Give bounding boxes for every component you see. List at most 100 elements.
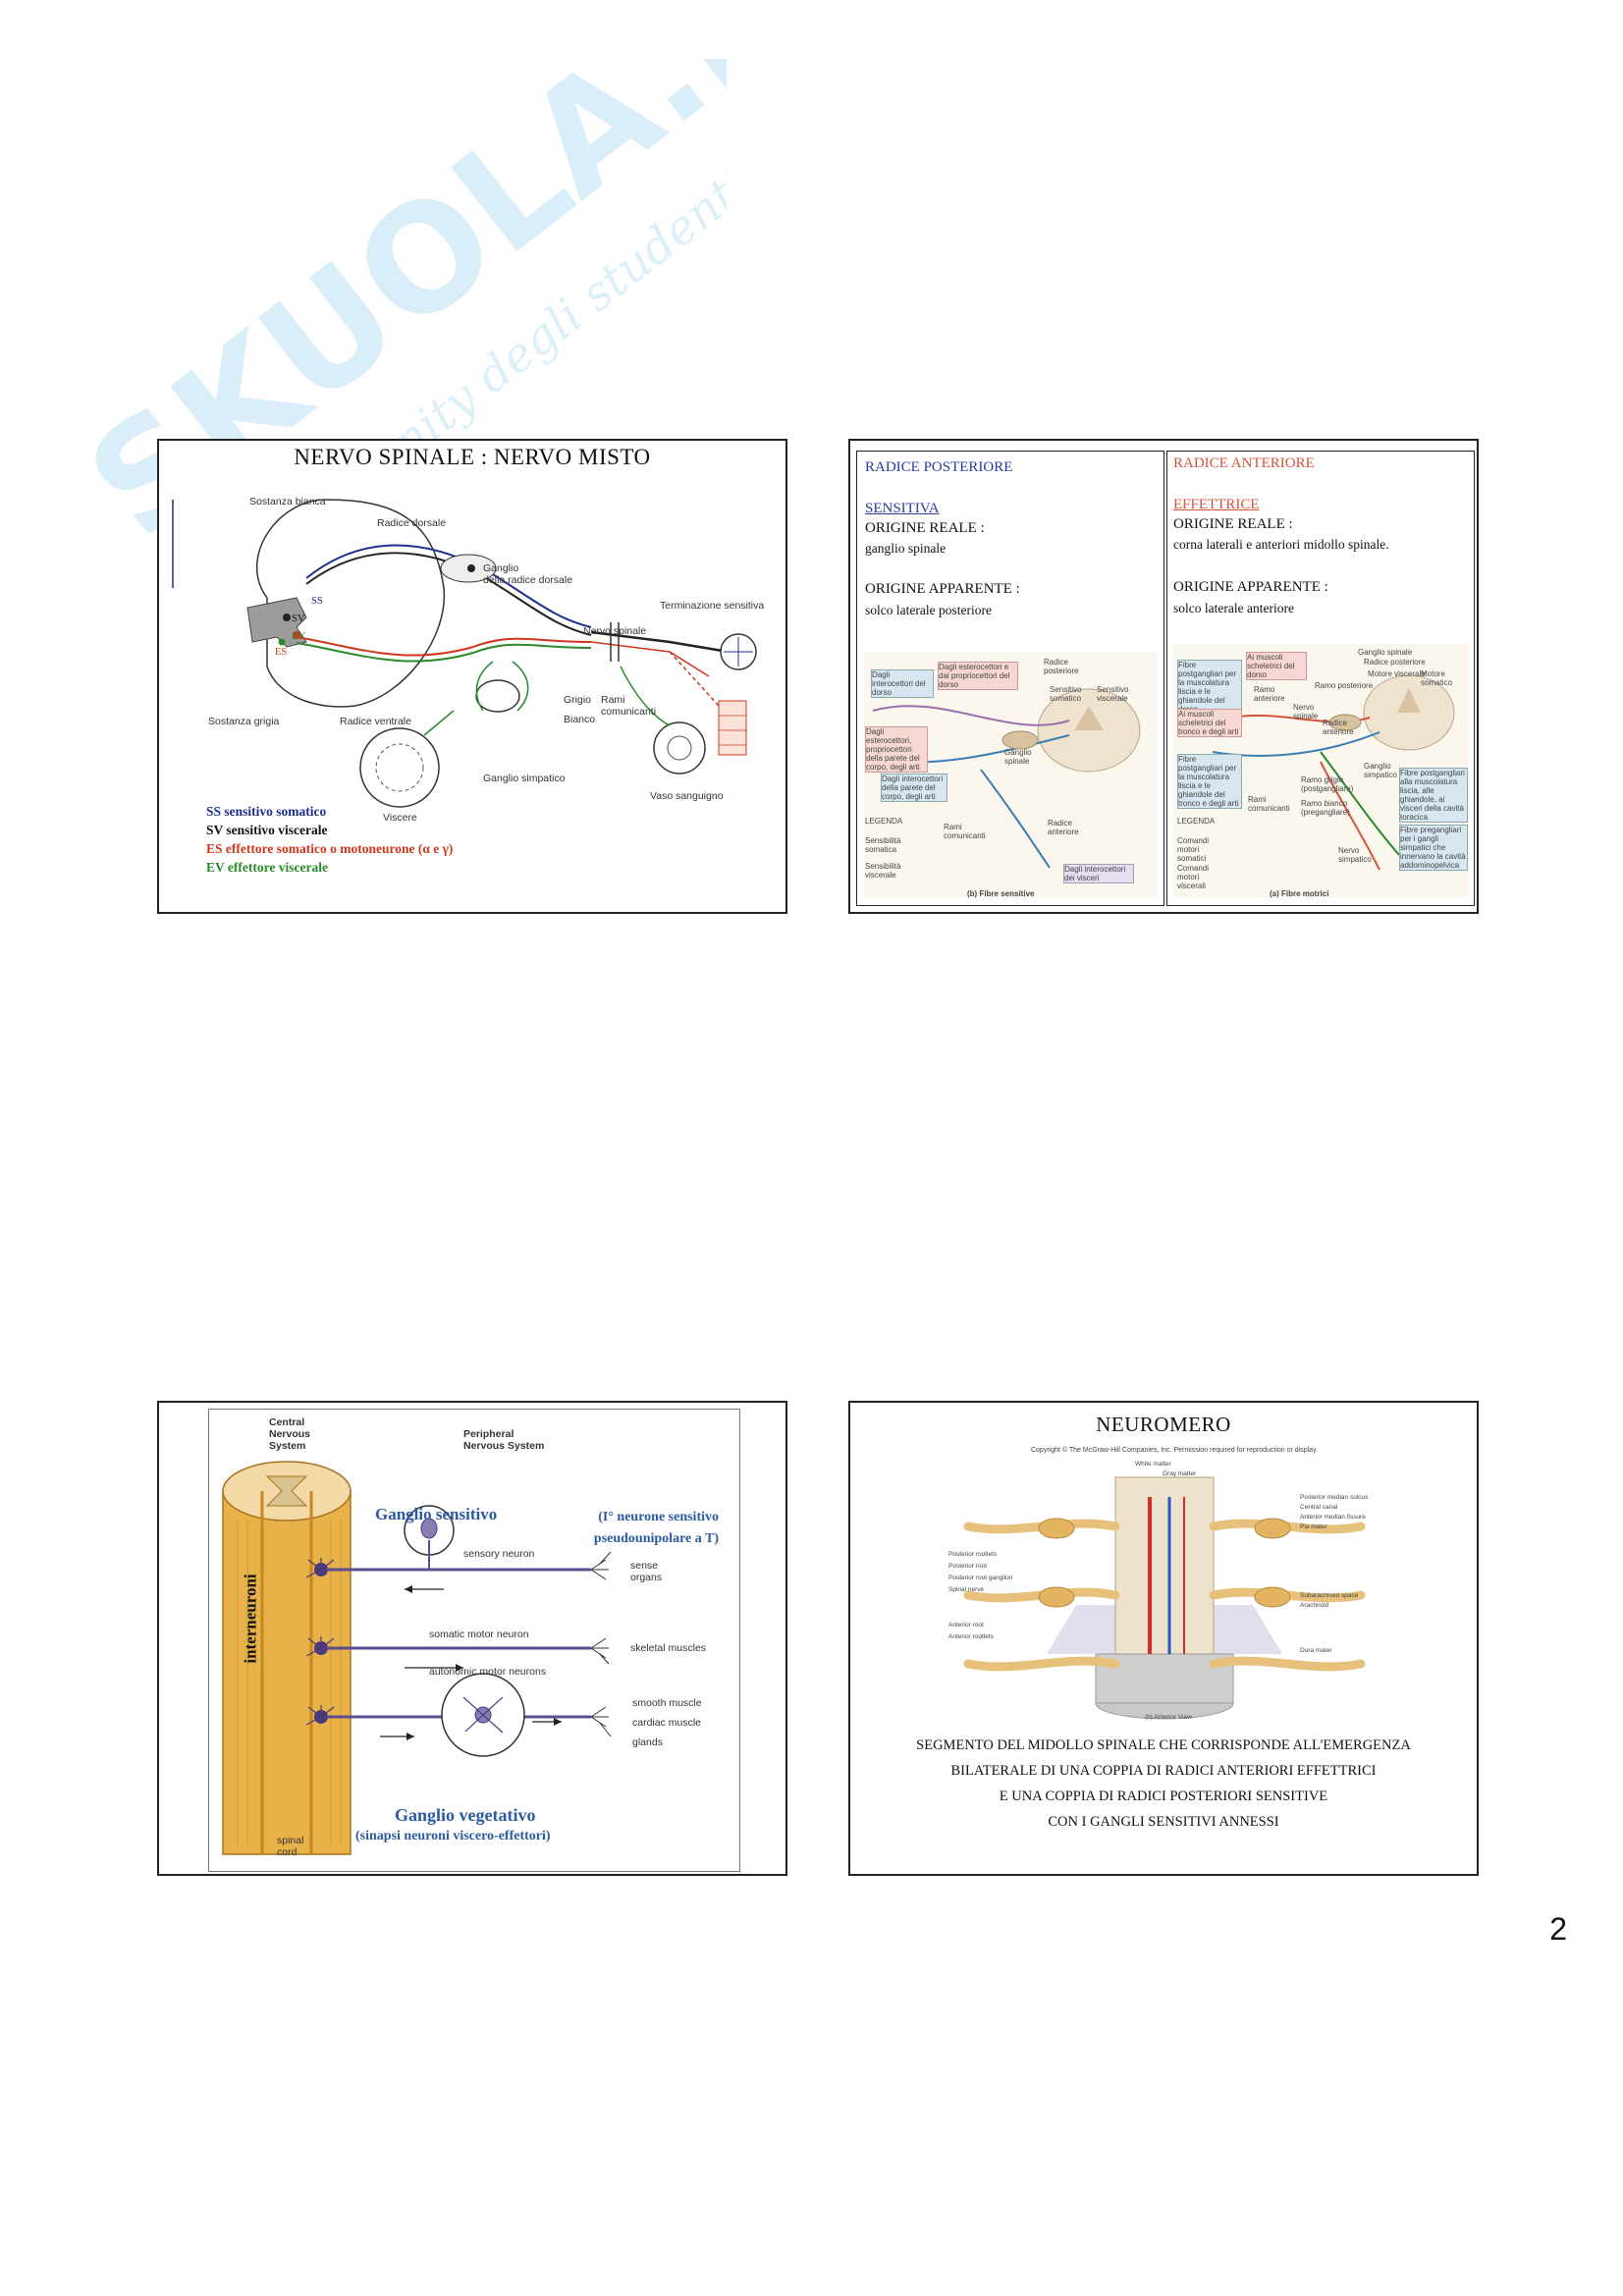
box-post-torace: Fibre postgangliari alla muscolatura lis… [1399,768,1468,823]
label-glands: glands [632,1736,663,1748]
label-gray-matter: Gray matter [1163,1469,1196,1478]
box-parete-intero: Dagli interocettori della parete del cor… [881,774,947,802]
label-vaso: Vaso sanguigno [650,790,724,802]
label-ramo-grigio: Ramo grigio (postgangliare) [1301,775,1360,793]
label-anterior-median-fissure: Anterior median fissure [1300,1513,1366,1522]
label-posterior-median-sulcus: Posterior median sulcus [1300,1493,1368,1502]
panel-radice-posteriore: RADICE POSTERIORE SENSITIVA ORIGINE REAL… [856,451,1164,906]
slide-nervo-spinale: NERVO SPINALE : NERVO MISTO [157,439,787,914]
label-radice-ventrale: Radice ventrale [340,716,411,727]
label-viscere: Viscere [383,812,417,824]
label-bianco: Bianco [564,714,595,725]
caption-fibre-sensitive: (b) Fibre sensitive [967,889,1034,898]
label-rami-comunicanti-r: Rami comunicanti [1248,795,1297,813]
label-ramo-bianco: Ramo bianco (pregangliare) [1301,799,1360,817]
label-posterior-rootlets: Posterior rootlets [948,1550,997,1559]
header-radice-posteriore: RADICE POSTERIORE [865,457,1012,478]
label-interneuroni: interneuroni [242,1574,261,1663]
label-ev: EV [292,631,305,643]
box-pre-addome: Fibre pregangliari per i gangli simpatic… [1399,825,1468,871]
slide-neuromero: NEUROMERO Copyright © The McGraw-Hill Co… [848,1401,1479,1876]
legend-ss: SS sensitivo somatico [206,804,326,820]
label-sostanza-grigia: Sostanza grigia [208,716,279,727]
origine-apparente-value-right: solco laterale anteriore [1173,598,1294,618]
label-anterior-view: (b) Anterior View [1145,1713,1192,1722]
label-sensitivo-viscerale: Sensitivo viscerale [1097,685,1136,703]
label-radice-anteriore-fig: Radice anteriore [1048,819,1087,836]
label-ganglio-sensitivo-note: (I° neurone sensitivo pseudounipolare a … [532,1507,719,1550]
box-dorso-intero: Dagli interocettori del dorso [871,669,934,698]
legend-item-right-1: Comandi motori somatici [1177,836,1222,863]
label-arachnoid: Arachnoid [1300,1601,1328,1610]
legend-ev: EV effettore viscerale [206,860,328,876]
slide-interneuroni: Central Nervous System Peripheral Nervou… [157,1401,787,1876]
slide-radici: RADICE POSTERIORE SENSITIVA ORIGINE REAL… [848,439,1479,914]
label-anterior-rootlets: Anterior rootlets [948,1632,994,1641]
label-grigio: Grigio [564,694,591,706]
box-musc-dorso: Ai muscoli scheletrici del dorso [1246,652,1307,680]
label-motore-somatico: Motore somatico [1421,669,1460,687]
caption-fibre-motrici: (a) Fibre motrici [1270,889,1328,898]
label-spinal-cord: spinal cord [277,1835,303,1858]
label-autonomic-motor: autonomic motor neurons [429,1666,546,1678]
label-radice-dorsale: Radice dorsale [377,517,446,529]
label-ganglio-vegetativo-note: (sinapsi neuroni viscero-effettori) [355,1829,551,1844]
subheader-effettrice: EFFETTRICE [1173,495,1260,515]
caption-line-2: BILATERALE DI UNA COPPIA DI RADICI ANTER… [850,1758,1477,1784]
label-nervo-simpatico: Nervo simpatico [1338,846,1378,864]
label-radice-posteriore-fig: Radice posteriore [1044,658,1083,675]
panel-radice-anteriore: RADICE ANTERIORE EFFETTRICE ORIGINE REAL… [1166,451,1475,906]
copyright-note: Copyright © The McGraw-Hill Companies, I… [998,1446,1351,1455]
label-pns: Peripheral Nervous System [463,1428,544,1452]
box-visceri: Dagli interocettori dei visceri [1063,864,1134,883]
label-sensitivo-somatico: Sensitivo somatico [1050,685,1089,703]
subheader-sensitiva: SENSITIVA [865,499,940,519]
label-pia-mater: Pia mater [1300,1522,1327,1531]
box-parete-estero: Dagli esterocettori, propriocettori dell… [865,726,928,773]
origine-reale-label-right: ORIGINE REALE : [1173,514,1293,535]
origine-reale-value-right: corna laterali e anteriori midollo spina… [1173,534,1389,555]
origine-reale-value-left: ganglio spinale [865,538,946,559]
legend-es: ES effettore somatico o motoneurone (α e… [206,841,453,857]
label-ganglio-simpatico-r: Ganglio simpatico [1364,762,1403,779]
caption-line-3: E UNA COPPIA DI RADICI POSTERIORI SENSIT… [850,1784,1477,1809]
label-terminazione: Terminazione sensitiva [660,600,764,612]
label-subarachnoid-space: Subarachnoid space [1300,1591,1358,1600]
origine-apparente-value-left: solco laterale posteriore [865,600,992,620]
page-number: 2 [1549,1911,1567,1948]
label-ramo-posteriore: Ramo posteriore [1315,681,1373,690]
label-dura-mater: Dura mater [1300,1646,1332,1655]
slide-title-neuromero: NEUROMERO [850,1413,1477,1437]
caption-line-4: CON I GANGLI SENSITIVI ANNESSI [850,1809,1477,1835]
label-skeletal-muscles: skeletal muscles [630,1642,706,1654]
label-anterior-root: Anterior root [948,1621,984,1629]
legend-title-left: LEGENDA [865,817,902,826]
label-ganglio-vegetativo: Ganglio vegetativo [395,1805,535,1826]
header-radice-anteriore: RADICE ANTERIORE [1173,454,1315,474]
label-es: ES [275,647,287,659]
label-ramo-anteriore: Ramo anteriore [1254,685,1293,703]
origine-apparente-label-right: ORIGINE APPARENTE : [1173,577,1328,598]
label-sensory-neuron: sensory neuron [463,1548,534,1560]
origine-apparente-label-left: ORIGINE APPARENTE : [865,579,1020,600]
label-central-canal: Central canal [1300,1503,1337,1512]
label-ganglio-spinale-fig: Ganglio spinale [1004,748,1038,766]
origine-reale-label-left: ORIGINE REALE : [865,518,985,539]
legend-item-right-2: Comandi motori viscerali [1177,864,1222,890]
label-radice-ant-r: Radice anteriore [1323,719,1362,736]
label-radice-post-r: Radice posteriore [1364,658,1426,667]
label-posterior-root-ganglion: Posterior root ganglion [948,1574,1012,1582]
label-spinal-nerve: Spinal nerve [948,1585,984,1594]
legend-title-right: LEGENDA [1177,817,1215,826]
label-motore-viscerale: Motore viscerale [1368,669,1426,678]
label-rami-comunicanti-fig: Rami comunicanti [944,823,993,840]
label-ss: SS [311,596,323,608]
legend-sv: SV sensitivo viscerale [206,823,328,838]
caption-line-1: SEGMENTO DEL MIDOLLO SPINALE CHE CORRISP… [850,1733,1477,1758]
label-sv: SV [292,614,304,625]
label-cardiac-muscle: cardiac muscle [632,1717,701,1729]
label-somatic-motor: somatic motor neuron [429,1629,529,1640]
box-dorso-estero: Dagli esterocettori e dai propriocettori… [938,662,1018,690]
label-ganglio-spinale-r: Ganglio spinale [1358,648,1412,657]
label-nervo-spinale: Nervo spinale [583,625,646,637]
